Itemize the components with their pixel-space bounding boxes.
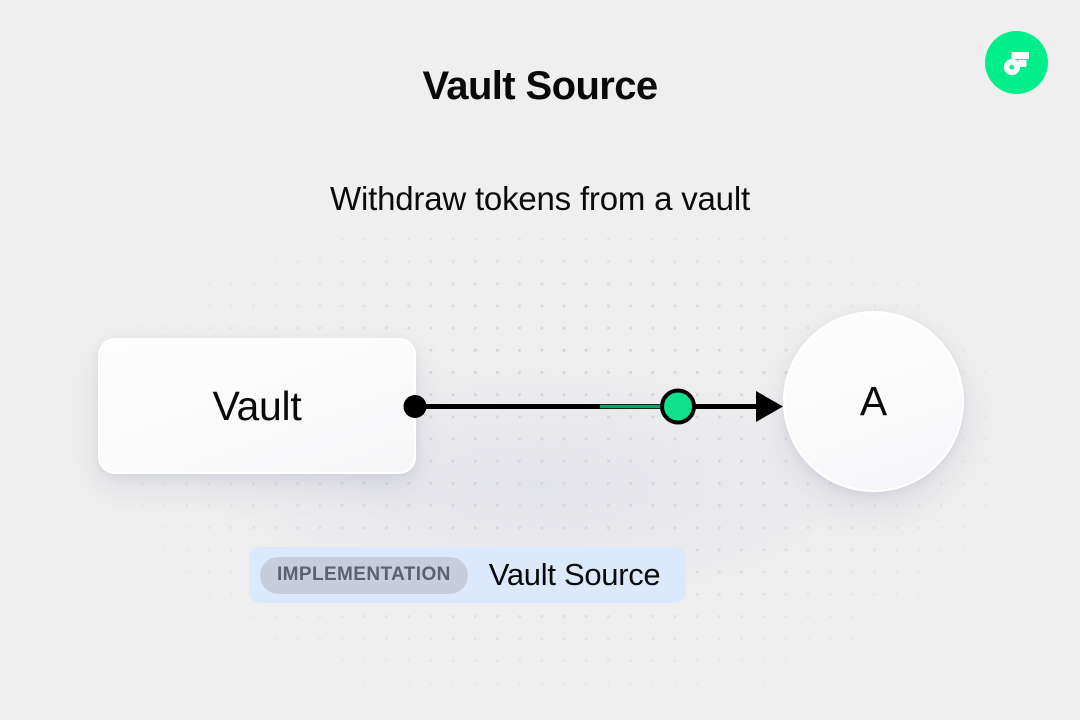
implementation-badge[interactable]: IMPLEMENTATION Vault Source [249, 547, 687, 603]
edge-arrowhead [756, 391, 783, 422]
diagram-node-a[interactable]: A [783, 311, 964, 492]
page-subtitle: Withdraw tokens from a vault [330, 180, 750, 217]
implementation-tag-label: IMPLEMENTATION [260, 556, 468, 594]
diagram-node-vault[interactable]: Vault [98, 338, 416, 474]
page-title: Vault Source [422, 64, 658, 108]
node-label: Vault [212, 382, 302, 429]
edge-token-marker[interactable] [660, 388, 696, 425]
flow-logo-icon [985, 31, 1048, 94]
node-label: A [859, 378, 888, 424]
implementation-name: Vault Source [488, 557, 661, 592]
